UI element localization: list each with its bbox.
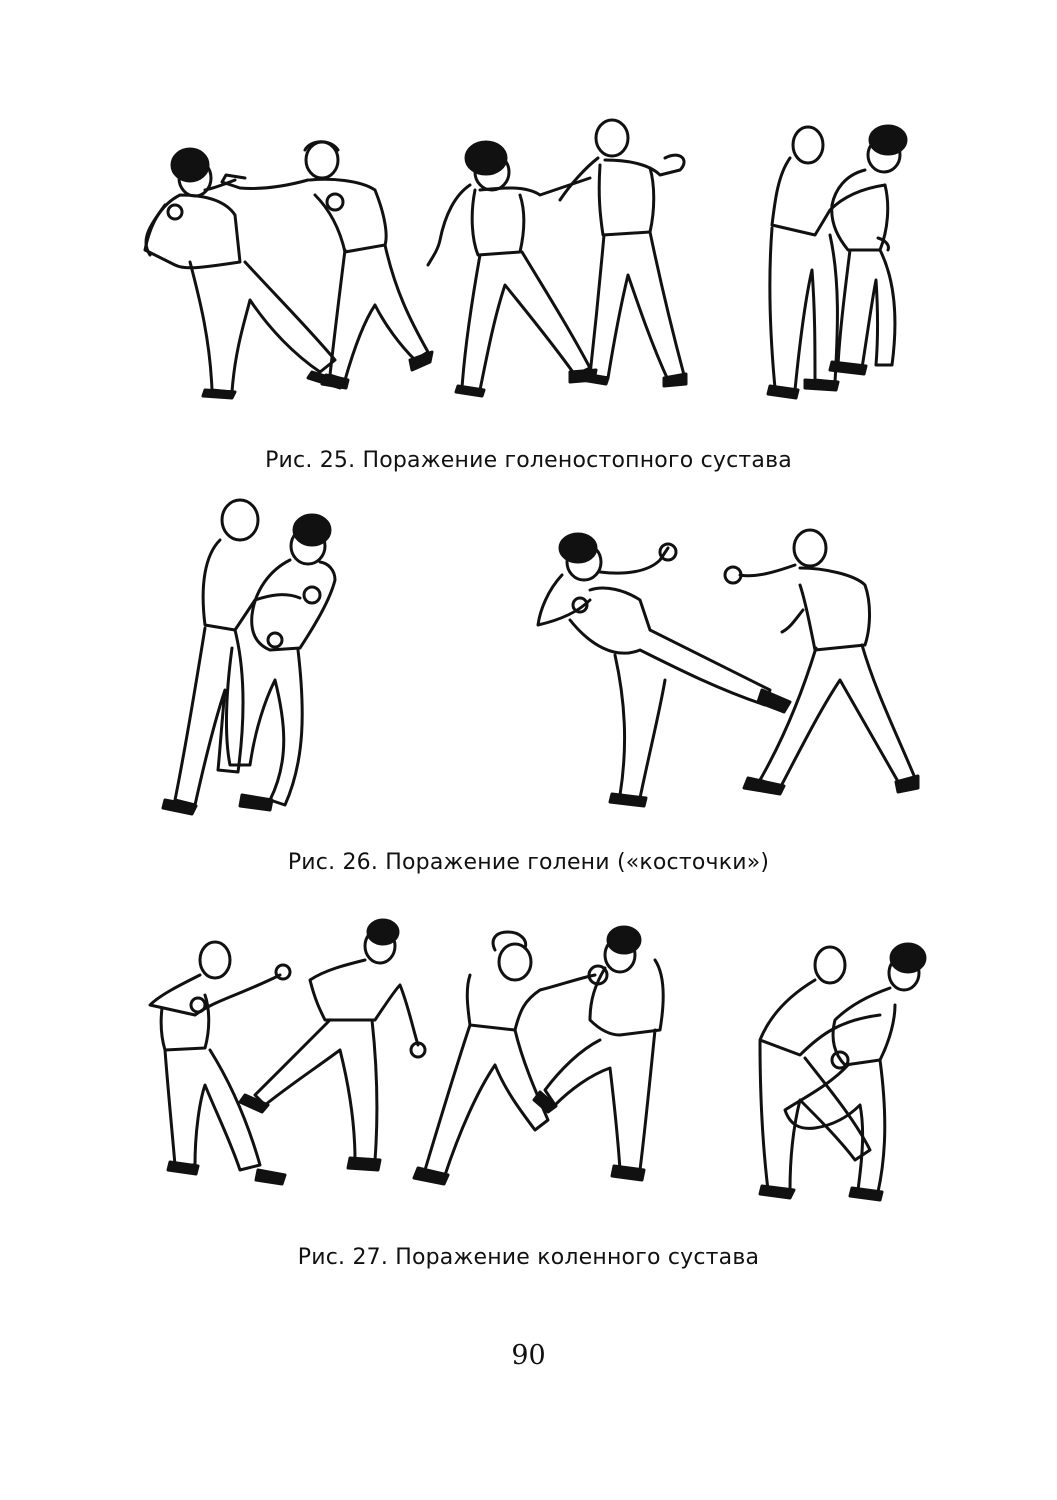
- page-number: 90: [511, 1340, 546, 1371]
- figure-25-panel-c-illustration: [766, 124, 908, 400]
- figure-27: [148, 918, 927, 1202]
- figure-25-panel-a-illustration: [143, 140, 434, 400]
- figure-27-caption: Рис. 27. Поражение коленного сустава: [297, 1245, 760, 1270]
- figure-27-panel-a-illustration: [148, 918, 427, 1186]
- figure-27-panel-b-illustration: [412, 925, 665, 1186]
- figure-26-panel-a-illustration: [161, 498, 337, 816]
- figure-27-panel-c-illustration: [758, 942, 927, 1202]
- figure-25: [0, 0, 1057, 440]
- figure-25-caption: Рис. 25. Поражение голеностопного сустав…: [265, 448, 792, 473]
- figure-26-panel-b-illustration: [536, 528, 920, 808]
- figure-25-panel-b-illustration: [426, 118, 688, 398]
- figure-26: [161, 498, 920, 816]
- figure-26-caption: Рис. 26. Поражение голени («косточки»): [287, 850, 770, 875]
